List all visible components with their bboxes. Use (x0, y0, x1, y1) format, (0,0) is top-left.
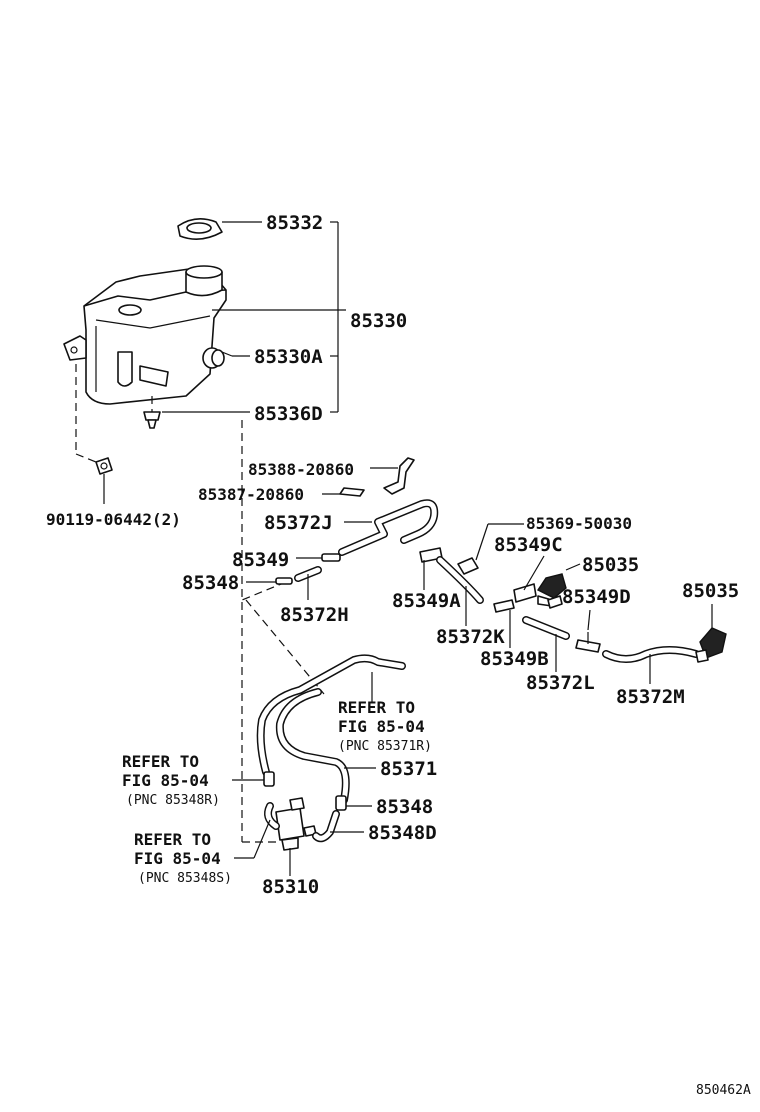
check-valve-85348-lower (335, 795, 347, 811)
washer-pump-85310 (275, 797, 317, 851)
reference-note-85371R: REFER TO FIG 85-04 (PNC 85371R) (338, 698, 432, 754)
ref-85371R-line3: (PNC 85371R) (338, 739, 432, 754)
ref-85371R-line2: FIG 85-04 (338, 717, 425, 736)
ref-85371R-line1: REFER TO (338, 698, 415, 717)
label-85372M: 85372M (616, 686, 685, 708)
label-85348: 85348 (182, 572, 239, 594)
label-85388: 85388-20860 (248, 460, 354, 479)
ref-85348R-line1: REFER TO (122, 752, 199, 771)
hose-85348S-ref (264, 802, 280, 830)
label-85372L: 85372L (526, 672, 595, 694)
ref-85348S-line1: REFER TO (134, 830, 211, 849)
washer-tank-plug-85336D (143, 411, 161, 429)
connector-85349C (513, 583, 537, 603)
washer-tank-85330 (63, 265, 227, 405)
hose-85371R-ref (256, 654, 406, 776)
label-85349A: 85349A (392, 590, 461, 612)
grommet-85330A (202, 347, 233, 369)
tee-85349D (575, 632, 601, 653)
check-valve-85348 (275, 577, 293, 585)
label-85369: 85369-50030 (526, 514, 632, 533)
label-90119: 90119-06442(2) (46, 510, 181, 529)
connector-85348R (263, 771, 275, 787)
ref-85348R-line2: FIG 85-04 (122, 771, 209, 790)
joint-85349D (547, 595, 563, 609)
reference-note-85348S: REFER TO FIG 85-04 (PNC 85348S) (134, 830, 232, 886)
hose-85372J (338, 499, 439, 556)
bracket-85388 (383, 457, 415, 495)
figure-id: 850462A (696, 1083, 751, 1098)
bracket-85387 (339, 487, 365, 497)
label-85348-lower: 85348 (376, 796, 433, 818)
reference-note-85348R: REFER TO FIG 85-04 (PNC 85348R) (122, 752, 220, 808)
label-85349: 85349 (232, 549, 289, 571)
bolt-90119 (95, 457, 113, 475)
label-85330: 85330 (350, 310, 407, 332)
label-85336D: 85336D (254, 403, 323, 425)
label-85372K: 85372K (436, 626, 505, 648)
hose-85372L (522, 616, 570, 640)
label-85349C: 85349C (494, 534, 563, 556)
label-85387: 85387-20860 (198, 485, 304, 504)
hose-85371 (275, 688, 350, 804)
ref-85348S-line3: (PNC 85348S) (138, 871, 232, 886)
joint-85349 (321, 553, 341, 562)
hose-85372K (436, 556, 484, 604)
ref-85348S-line2: FIG 85-04 (134, 849, 221, 868)
hose-85372M (602, 646, 700, 663)
label-85310: 85310 (262, 876, 319, 898)
label-85330A: 85330A (254, 346, 323, 368)
ref-85348R-line3: (PNC 85348R) (126, 793, 220, 808)
label-85371: 85371 (380, 758, 437, 780)
label-85372J: 85372J (264, 512, 333, 534)
label-85348D: 85348D (368, 822, 437, 844)
label-85372H: 85372H (280, 604, 349, 626)
label-85035-left: 85035 (582, 554, 639, 576)
reservoir-cap-85332 (177, 218, 223, 240)
hose-85348D (312, 810, 340, 843)
nozzle-85035-right (695, 627, 727, 663)
label-85035-right: 85035 (682, 580, 739, 602)
label-85349B: 85349B (480, 648, 549, 670)
label-85349D: 85349D (562, 586, 631, 608)
connector-85349B (493, 599, 515, 613)
label-85332: 85332 (266, 212, 323, 234)
clamp-85369 (457, 557, 479, 575)
